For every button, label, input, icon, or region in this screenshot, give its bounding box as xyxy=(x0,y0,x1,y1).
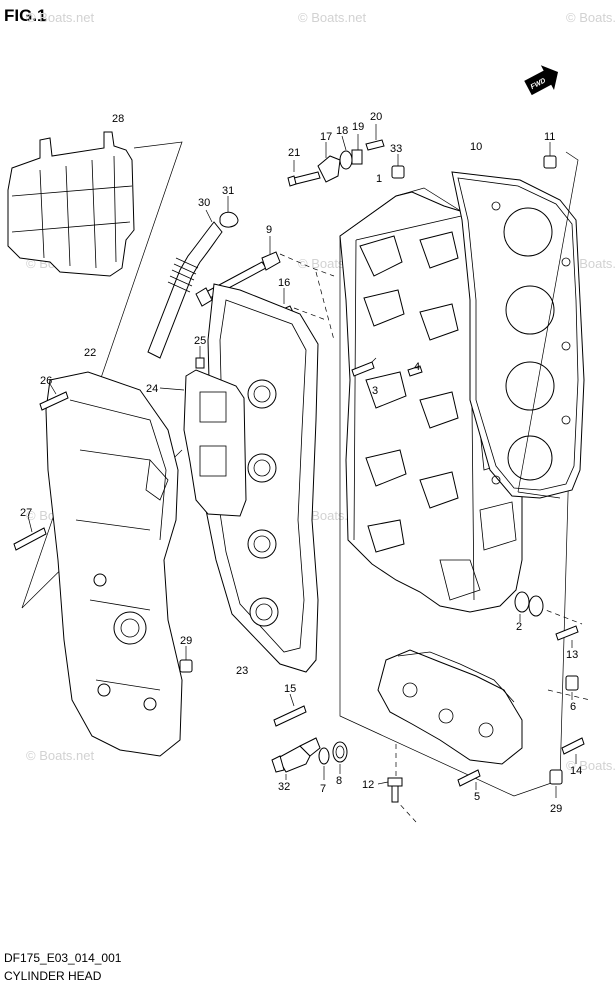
dashed-ref-16 xyxy=(293,307,327,321)
part-18-oring xyxy=(339,135,353,170)
part-31-clamp xyxy=(219,196,239,228)
callout-9: 9 xyxy=(266,224,272,236)
part-1-frame xyxy=(339,187,575,797)
part-8-oring xyxy=(332,741,348,774)
part-26-bolt xyxy=(39,383,69,411)
callout-33: 33 xyxy=(390,143,402,155)
dashed-ref-23 xyxy=(315,271,335,341)
part-30-hose xyxy=(147,209,223,359)
callout-19: 19 xyxy=(352,121,364,133)
figure-caption: CYLINDER HEAD xyxy=(4,969,102,983)
callout-11: 11 xyxy=(544,131,555,143)
callout-22: 22 xyxy=(84,347,96,359)
part-17-sensor xyxy=(317,142,341,183)
callout-24: 24 xyxy=(146,383,158,395)
callout-30: 30 xyxy=(198,197,210,209)
lower-housing xyxy=(377,649,523,765)
part-32-sensor xyxy=(271,737,321,780)
callout-28: 28 xyxy=(112,113,124,125)
watermark: © Boats.net xyxy=(566,758,616,773)
part-10-outline-lead xyxy=(517,151,579,499)
callout-8: 8 xyxy=(336,775,342,787)
callout-23: 23 xyxy=(236,665,248,677)
callout-21: 21 xyxy=(288,147,300,159)
part-6-dowel xyxy=(565,675,579,700)
part-5-bolt xyxy=(457,769,481,790)
part-10-head-gasket xyxy=(451,171,585,499)
callout-18: 18 xyxy=(336,125,348,137)
figure-title: FIG.1 xyxy=(4,6,47,25)
callout-layer: 1 2 3 4 5 6 7 8 9 10 11 12 13 14 15 16 1… xyxy=(20,111,582,815)
part-13-bolt xyxy=(555,625,579,648)
part-4-bolt xyxy=(407,365,423,377)
callout-14: 14 xyxy=(570,765,582,777)
callout-5: 5 xyxy=(474,791,480,803)
callout-26: 26 xyxy=(40,375,52,387)
callout-10: 10 xyxy=(470,141,482,153)
part-29-dowel-left xyxy=(179,646,193,673)
part-24-plate xyxy=(159,369,247,517)
watermark: © Boats.net xyxy=(566,10,616,25)
part-29-dowel-right xyxy=(549,769,563,798)
part-19-plug xyxy=(351,134,363,165)
callout-29-right: 29 xyxy=(550,803,562,815)
part-14-bolt xyxy=(561,737,585,764)
part-7-washer xyxy=(318,747,330,780)
part-12-bolt xyxy=(377,777,403,803)
callout-29-left: 29 xyxy=(180,635,192,647)
callout-6: 6 xyxy=(570,701,576,713)
part-33-dowel xyxy=(391,154,405,179)
part-15-bolt xyxy=(273,693,307,727)
watermark: © Boats.net xyxy=(26,748,95,763)
callout-17: 17 xyxy=(320,131,332,143)
callout-27: 27 xyxy=(20,507,32,519)
dashed-ref-6 xyxy=(547,689,591,701)
callout-16: 16 xyxy=(278,277,290,289)
callout-12: 12 xyxy=(362,779,374,791)
part-20-bolt xyxy=(365,124,385,151)
part-23-gasket xyxy=(203,283,319,673)
callout-2: 2 xyxy=(516,621,522,633)
callout-3: 3 xyxy=(372,385,378,397)
callout-32: 32 xyxy=(278,781,290,793)
part-21-bolt xyxy=(287,160,321,187)
callout-15: 15 xyxy=(284,683,296,695)
callout-20: 20 xyxy=(370,111,382,123)
part-27-bolt xyxy=(13,515,47,551)
part-2-plug xyxy=(514,591,544,622)
forward-direction-icon: FWD xyxy=(524,65,559,96)
model-code: DF175_E03_014_001 xyxy=(4,951,122,965)
part-3-bolt xyxy=(351,361,375,377)
part-25-screw xyxy=(195,346,205,369)
watermark: © Boats.net xyxy=(26,10,95,25)
callout-1: 1 xyxy=(376,173,382,185)
callout-13: 13 xyxy=(566,649,578,661)
callout-25: 25 xyxy=(194,335,206,347)
callout-4: 4 xyxy=(414,361,420,373)
callout-7: 7 xyxy=(320,783,326,795)
part-22-housing xyxy=(45,371,183,757)
part-28-cover xyxy=(7,131,135,277)
callout-31: 31 xyxy=(222,185,234,197)
dashed-ref-9 xyxy=(279,253,335,277)
part-3-lead xyxy=(371,357,377,363)
part-11-dowel xyxy=(543,142,557,169)
watermark: © Boats.net xyxy=(298,10,367,25)
